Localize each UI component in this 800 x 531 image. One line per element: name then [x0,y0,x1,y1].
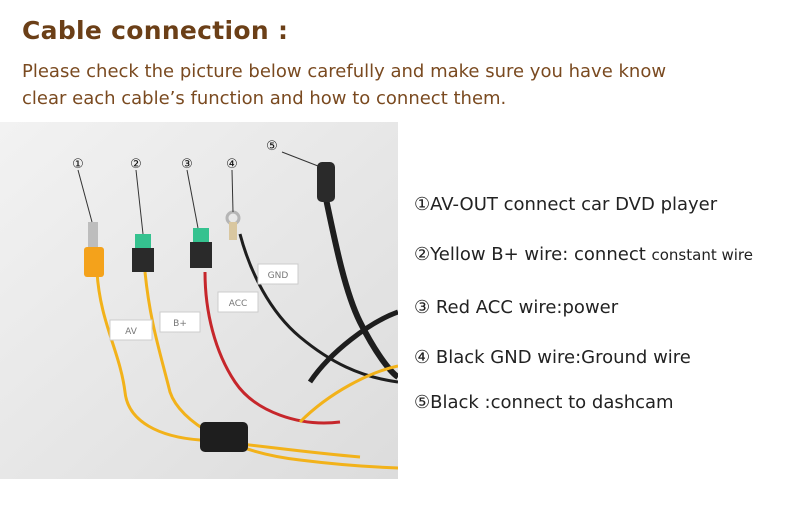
marker-4: ④ [226,157,238,172]
intro-line-2: clear each cable’s function and how to c… [22,88,507,109]
intro-text: Please check the picture below carefully… [22,58,782,112]
yellow-loop [298,364,398,424]
gnd-tag: GND [257,263,299,285]
dashcam-plug [317,162,335,202]
legend-item-text: ③ Red ACC wire:power [414,297,619,318]
marker-2: ② [130,157,142,172]
dashcam-cable-loop [307,309,398,384]
dashcam-cable [322,193,398,380]
av-tag: AV [109,319,153,341]
cable-photo: AV B+ ACC GND ① ② ③ ④ ⑤ [0,122,398,479]
legend-item-av-out: ①AV-OUT connect car DVD player [414,194,717,215]
cable-photo-illustration: AV B+ ACC GND ① ② ③ ④ ⑤ [0,122,398,479]
b-plus-tag: B+ [159,311,201,333]
gnd-terminal-sleeve [229,222,237,240]
marker-4-leader [231,169,234,213]
legend-item-text: ⑤Black :connect to dashcam [414,392,674,413]
legend-item-text: ②Yellow B+ wire: connect [414,244,652,265]
gnd-wire [238,233,398,384]
acc-fuse-holder [190,242,212,268]
legend-item-extra: constant wire [651,246,753,264]
marker-3-leader [186,169,199,229]
legend-item-gnd: ④ Black GND wire:Ground wire [414,347,691,368]
marker-2-leader [135,169,144,235]
inline-fuse-holder [200,422,248,452]
legend-item-b-plus: ②Yellow B+ wire: connect constant wire [414,244,753,265]
marker-5-leader [281,151,319,167]
b-plus-fuse-holder [132,248,154,272]
svg-text:B+: B+ [173,319,187,329]
intro-line-1: Please check the picture below carefully… [22,61,667,82]
marker-5: ⑤ [266,139,278,154]
svg-text:AV: AV [125,327,138,337]
acc-fuse [193,228,209,244]
legend-item-acc: ③ Red ACC wire:power [414,297,618,318]
marker-1-leader [77,169,93,223]
marker-1: ① [72,157,84,172]
rca-plug-tip [88,222,98,250]
acc-wire [203,271,341,425]
svg-text:GND: GND [268,271,289,281]
b-plus-fuse [135,234,151,250]
svg-text:ACC: ACC [229,299,248,309]
legend-item-text: ①AV-OUT connect car DVD player [414,194,718,215]
legend-item-dashcam: ⑤Black :connect to dashcam [414,392,674,413]
marker-3: ③ [181,157,193,172]
acc-tag: ACC [217,291,259,313]
legend-item-text: ④ Black GND wire:Ground wire [414,347,691,368]
page-title: Cable connection : [22,16,289,45]
rca-plug-body [84,247,104,277]
